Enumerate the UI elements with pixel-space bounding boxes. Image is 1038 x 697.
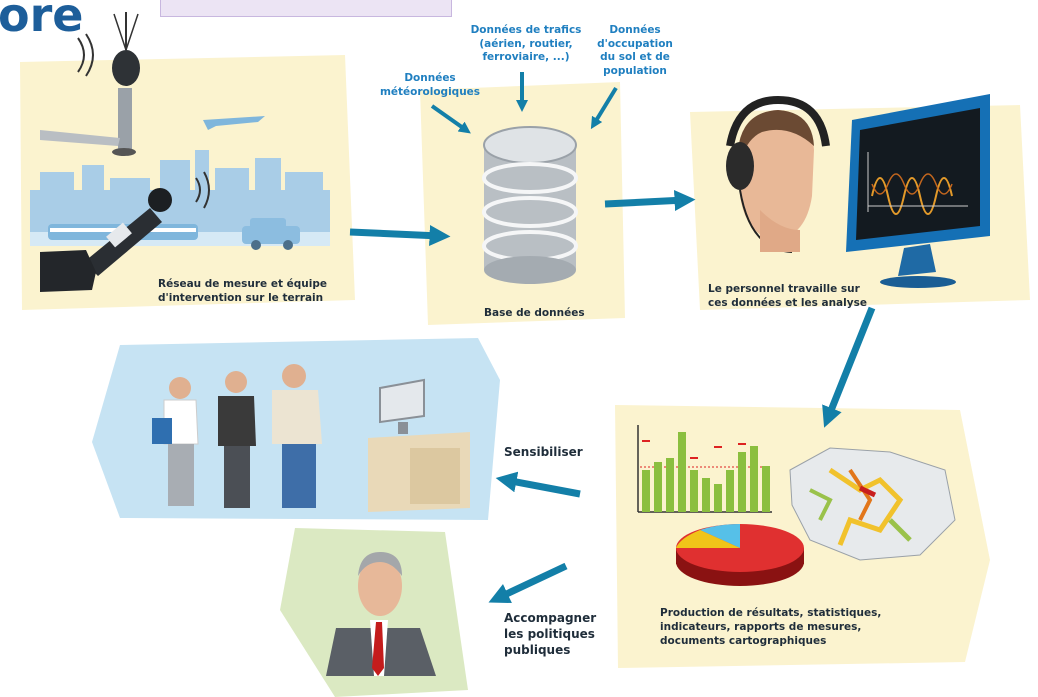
production-label-line2: indicateurs, rapports de mesures,	[660, 621, 862, 633]
input-landuse-line1: Données	[609, 24, 661, 36]
airplane-icon	[203, 116, 265, 130]
input-weather-label: Données météorologiques	[376, 72, 484, 99]
pie-chart-icon	[676, 524, 804, 586]
input-landuse-line4: population	[603, 64, 667, 77]
policy-label-line2: les politiques	[504, 627, 595, 641]
input-traffic-line3: ferroviaire, ...)	[482, 51, 570, 63]
production-label-line3: documents cartographiques	[660, 635, 827, 647]
car-icon	[242, 218, 300, 250]
input-traffic-line2: (aérien, routier,	[479, 37, 573, 50]
people-group-icon	[152, 364, 322, 508]
policy-label: Accompagner les politiques publiques	[504, 610, 624, 658]
microphone-mast-icon	[40, 12, 140, 156]
field-label: Réseau de mesure et équipe d'interventio…	[158, 277, 358, 305]
input-landuse-label: Données d'occupation du sol et de popula…	[588, 24, 682, 78]
staff-label-line1: Le personnel travaille sur	[708, 283, 860, 295]
monitor-waveform-icon	[846, 94, 990, 288]
input-weather-line1: Données	[404, 72, 456, 84]
policy-label-line3: publiques	[504, 643, 571, 657]
page-title-fragment: ore	[0, 0, 84, 42]
sound-level-meter-icon	[40, 171, 210, 292]
arrow-to-policy	[488, 562, 568, 604]
arrow-weather-to-db	[430, 104, 471, 134]
database-icon	[482, 126, 578, 284]
production-label: Production de résultats, statistiques, i…	[660, 606, 930, 648]
awareness-label: Sensibiliser	[504, 445, 583, 459]
database-label: Base de données	[484, 307, 585, 319]
input-traffic-label: Données de trafics (aérien, routier, fer…	[470, 24, 582, 65]
arrow-db-to-staff	[604, 190, 696, 212]
staff-label: Le personnel travaille sur ces données e…	[708, 282, 908, 310]
desk-computer-icon	[368, 378, 470, 512]
field-label-line1: Réseau de mesure et équipe	[158, 278, 327, 290]
arrow-landuse-to-db	[590, 86, 618, 130]
header-banner	[160, 0, 452, 17]
politician-icon	[326, 552, 436, 676]
input-traffic-line1: Données de trafics	[470, 24, 582, 36]
input-weather-line2: météorologiques	[379, 85, 481, 98]
policy-label-line1: Accompagner	[504, 611, 597, 625]
production-label-line1: Production de résultats, statistiques,	[660, 607, 882, 619]
input-landuse-line3: du sol et de	[600, 51, 670, 63]
arrow-to-awareness	[495, 471, 581, 498]
headphones-person-icon	[726, 95, 830, 253]
input-landuse-line2: d'occupation	[597, 37, 673, 50]
arrow-field-to-db	[349, 225, 451, 247]
noise-map-icon	[789, 447, 956, 561]
field-label-line2: d'intervention sur le terrain	[158, 292, 324, 304]
bar-chart-icon	[637, 425, 772, 513]
staff-label-line2: ces données et les analyse	[708, 297, 867, 309]
arrow-staff-to-production	[822, 306, 876, 428]
